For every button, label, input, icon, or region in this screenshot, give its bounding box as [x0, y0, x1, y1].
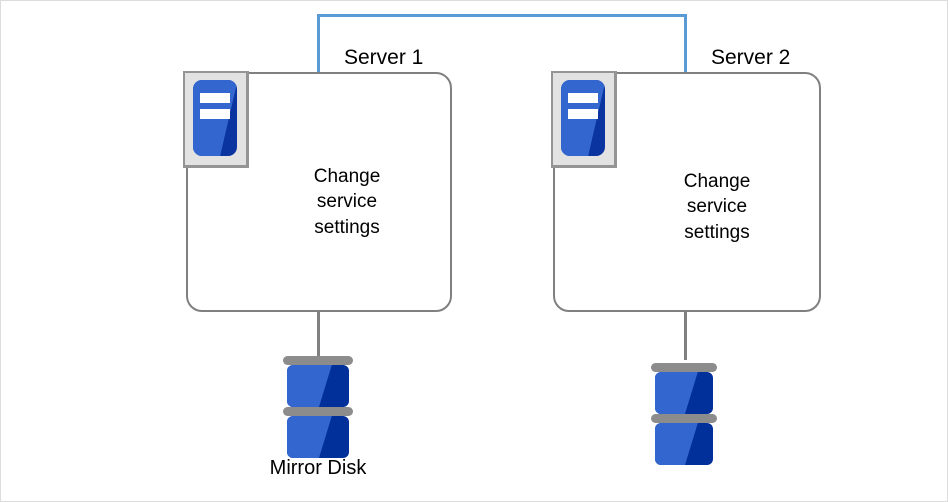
- server-2-disk-connector: [684, 312, 687, 360]
- server-icon: [183, 71, 249, 168]
- cluster-link-leg-left: [317, 14, 320, 74]
- server-icon: [551, 71, 617, 168]
- disk-platter-2: [655, 423, 713, 465]
- server-icon-body: [193, 80, 237, 156]
- mirror-disk-2[interactable]: [651, 363, 717, 475]
- server-icon-bar-top: [200, 92, 230, 103]
- server-1-body-text: Change service settings: [313, 166, 381, 238]
- mirror-disk-1-caption: Mirror Disk: [269, 457, 367, 479]
- disk-platter-2: [287, 416, 349, 458]
- server-icon-body: [561, 80, 605, 156]
- disk-plate-mid: [283, 407, 353, 416]
- server-1-label: Server 1: [344, 46, 424, 69]
- cluster-link-top: [317, 14, 687, 17]
- disk-platter-1: [287, 365, 349, 407]
- disk-plate-top: [651, 363, 717, 372]
- mirror-disk-1[interactable]: [283, 356, 353, 468]
- server-icon-bar-top: [568, 92, 598, 103]
- server-icon-bar-bottom: [568, 108, 598, 119]
- disk-plate-top: [283, 356, 353, 365]
- server-icon-bar-bottom: [200, 108, 230, 119]
- server-2-body-text: Change service settings: [683, 171, 751, 243]
- server-2-label: Server 2: [711, 46, 791, 69]
- disk-plate-mid: [651, 414, 717, 423]
- cluster-link-leg-right: [684, 14, 687, 74]
- server-1-disk-connector: [317, 312, 320, 360]
- disk-platter-1: [655, 372, 713, 414]
